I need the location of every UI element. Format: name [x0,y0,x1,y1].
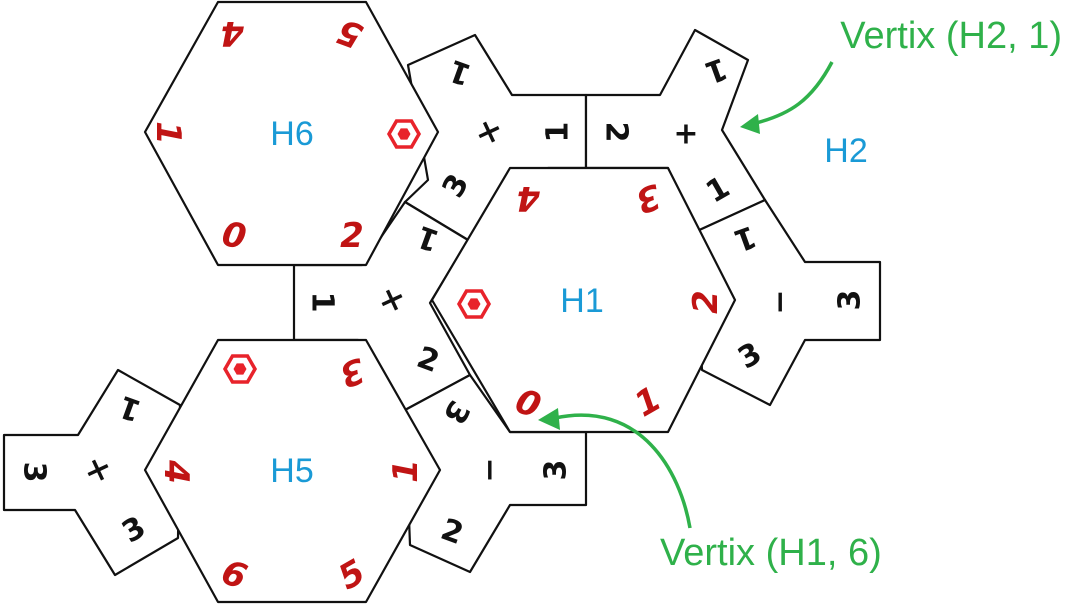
bridge-left [2,368,182,577]
annotation-vertix-h1: Vertix (H1, 6) [660,532,882,574]
h6-token-bottom-right: 2 [340,216,364,256]
annotation-vertix-h2: Vertix (H2, 1) [840,15,1062,57]
bridge-middle-left-tip: 1 [305,292,340,313]
h1-token-top-left: 4 [516,178,541,218]
hex-h1 [430,166,737,434]
hex-label-h6: H6 [270,115,313,153]
h1-marker-icon [456,289,492,319]
h5-token-right: 1 [386,459,426,483]
bridge-bottom-mid-op: − [473,457,508,482]
arrow-icon [538,408,692,529]
bridge-bottom-mid-tip: 3 [539,460,574,481]
hex-label-h2: H2 [824,132,867,170]
hex-h5 [143,338,442,604]
arrow-icon [740,61,834,134]
h5-token-left: 4 [156,459,196,484]
bridge-right [693,198,882,407]
h1-token-right: 2 [686,290,726,314]
h6-token-left: 1 [148,121,188,145]
bridge-bottom-mid [403,373,588,574]
hex-label-h1: H1 [560,282,603,320]
bridge-right-op: − [763,289,798,314]
bridge-top-right-op: + [673,117,698,152]
bridge-right-tip: 3 [833,290,868,311]
h5-marker-icon [222,354,258,384]
hex-label-h5: H5 [270,452,313,490]
hex-h6 [143,0,440,267]
bridge-left-tip: 3 [17,462,52,483]
h6-marker-icon [386,119,422,149]
h6-token-top-left: 4 [220,13,245,53]
bridge-top-right-side: 2 [599,122,634,143]
bridge-top-left-side: 1 [541,122,576,143]
